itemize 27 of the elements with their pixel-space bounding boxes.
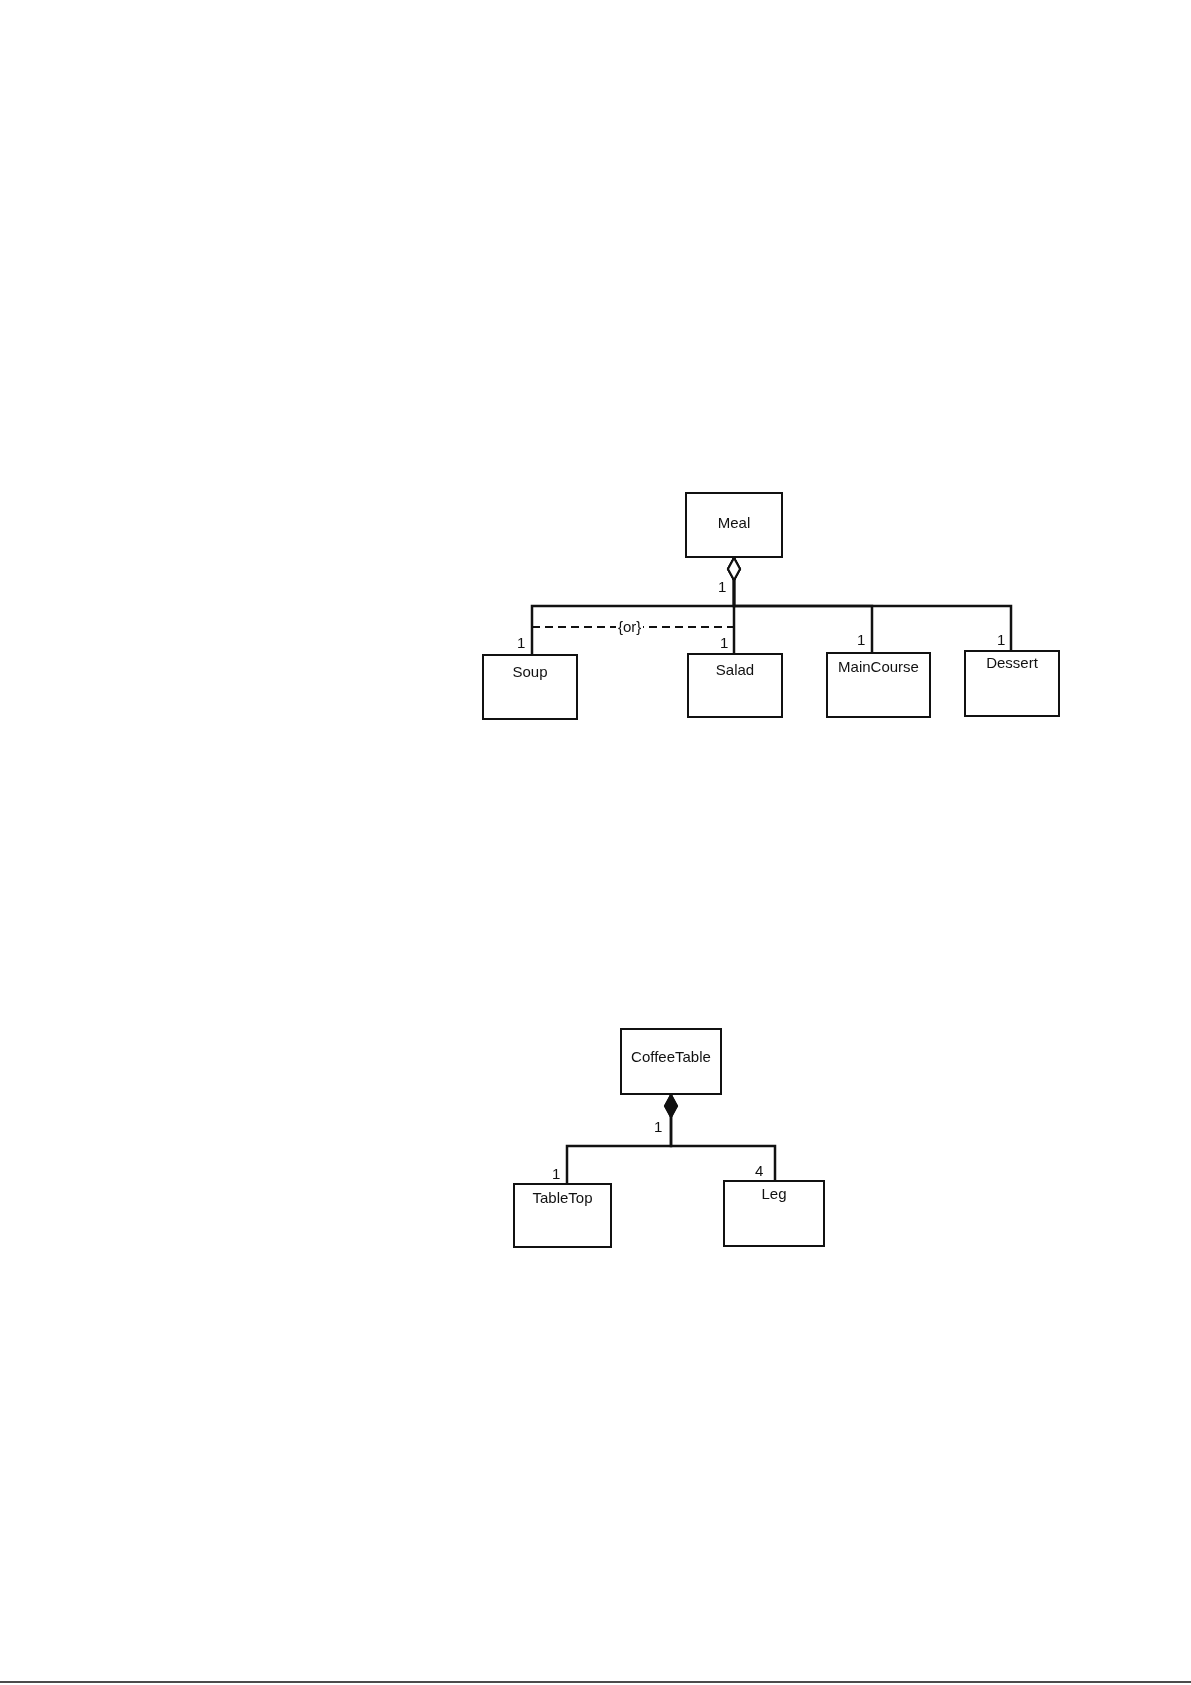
multiplicity-label: 1	[997, 631, 1006, 649]
multiplicity-label: 1	[857, 631, 866, 649]
class-box	[723, 1180, 825, 1247]
class-name: Meal	[717, 514, 751, 532]
class-name: MainCourse	[838, 658, 919, 676]
multiplicity-label: 1	[718, 578, 727, 596]
constraint-label: {or}	[616, 618, 644, 636]
class-box	[826, 652, 931, 718]
class-name: Dessert	[986, 654, 1038, 672]
class-box	[687, 653, 783, 718]
class-name: CoffeeTable	[631, 1048, 711, 1066]
class-name: TableTop	[532, 1189, 593, 1207]
multiplicity-label: 1	[720, 634, 729, 652]
class-box	[685, 492, 783, 558]
class-name: Soup	[512, 663, 548, 681]
multiplicity-label: 1	[654, 1118, 663, 1136]
connector-line	[727, 557, 1013, 650]
multiplicity-label: 4	[755, 1162, 764, 1180]
class-box	[964, 650, 1060, 717]
connector-line	[664, 1094, 777, 1180]
class-name: Salad	[715, 661, 755, 679]
class-box	[620, 1028, 722, 1095]
class-name: Leg	[761, 1185, 787, 1203]
class-box	[482, 654, 578, 720]
multiplicity-label: 1	[552, 1165, 561, 1183]
class-box	[513, 1183, 612, 1248]
multiplicity-label: 1	[517, 634, 526, 652]
